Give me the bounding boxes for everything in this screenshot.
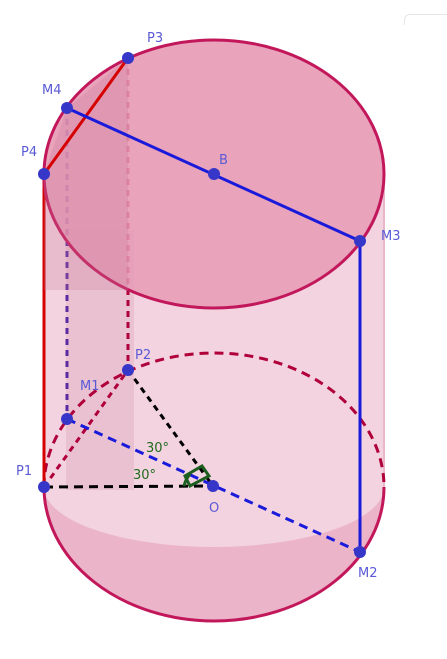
angle-label-upper: 30° xyxy=(146,441,169,456)
point-m3[interactable] xyxy=(354,235,366,247)
point-m4[interactable] xyxy=(61,102,73,114)
point-p1[interactable] xyxy=(38,481,50,493)
point-m1[interactable] xyxy=(61,413,73,425)
label-p2: P2 xyxy=(135,348,151,363)
label-o: O xyxy=(209,501,219,516)
rectangle-face-shade xyxy=(44,58,128,290)
label-p3: P3 xyxy=(147,31,163,46)
angle-arc-lower xyxy=(182,473,192,487)
segment-m1-m2 xyxy=(66,417,361,554)
point-p3[interactable] xyxy=(122,52,134,64)
point-p4[interactable] xyxy=(38,168,50,180)
point-m2[interactable] xyxy=(354,546,366,558)
point-o[interactable] xyxy=(207,480,219,492)
window-corner-outline xyxy=(404,14,447,25)
label-p1: P1 xyxy=(16,464,32,479)
segment-p1-p2 xyxy=(42,369,130,488)
label-m4: M4 xyxy=(42,83,62,98)
label-b: B xyxy=(219,153,228,168)
segment-p2-o xyxy=(126,369,215,487)
point-p2[interactable] xyxy=(122,364,134,376)
angle-label-lower: 30° xyxy=(133,468,156,483)
bottom-base-front xyxy=(44,487,384,621)
bottom-rim-back xyxy=(42,351,386,488)
label-m3: M3 xyxy=(381,229,401,244)
point-b[interactable] xyxy=(208,168,220,180)
label-m2: M2 xyxy=(358,566,378,581)
label-p4: P4 xyxy=(21,145,37,160)
label-m1: M1 xyxy=(80,379,100,394)
